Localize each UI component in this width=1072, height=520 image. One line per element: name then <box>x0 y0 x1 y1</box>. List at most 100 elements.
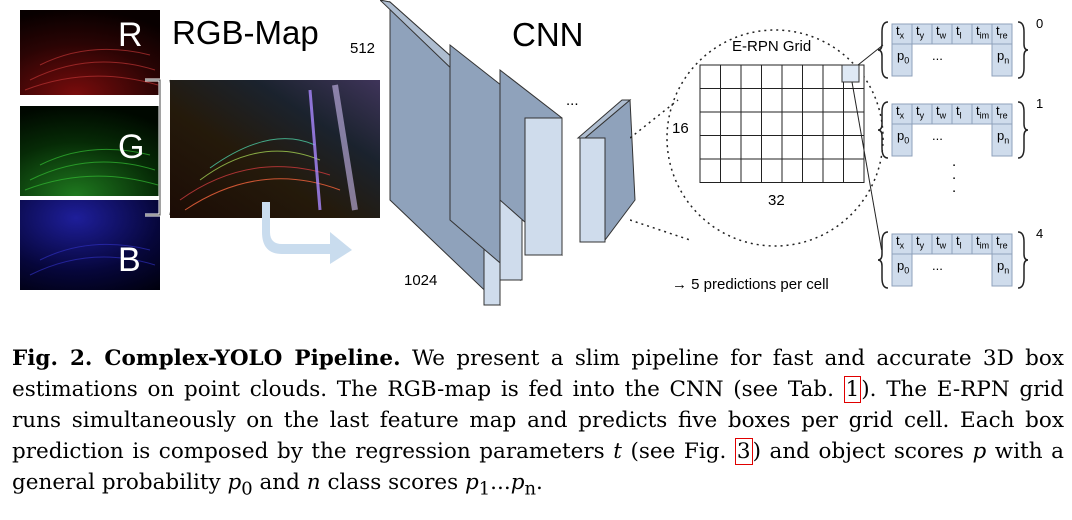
param-label: tw <box>936 233 947 251</box>
param-label: tim <box>976 233 990 251</box>
caption-text-7: class scores <box>327 470 459 495</box>
channel-g-image <box>20 106 160 196</box>
grid-cell <box>802 88 824 113</box>
caption-text-5: with a general probability <box>12 439 1064 495</box>
param-label: tw <box>936 23 947 41</box>
param-label: tre <box>996 233 1008 251</box>
channel-b-label: B <box>118 241 141 279</box>
grid-cell <box>822 111 844 136</box>
grid-cell <box>720 135 742 160</box>
left-brace <box>878 231 889 289</box>
param-label: tl <box>956 103 962 121</box>
grid-cell <box>761 64 783 89</box>
caption-var-p0: p <box>227 470 242 495</box>
param-cell <box>951 23 973 45</box>
grid-cell <box>802 135 824 160</box>
param-label: tim <box>976 103 990 121</box>
grid-cell <box>740 111 762 136</box>
p-dots: ... <box>932 48 943 63</box>
caption-var-p0-sub: 0 <box>241 478 253 500</box>
p0-label: p0 <box>897 48 910 66</box>
caption-end: . <box>536 470 543 495</box>
grid-cell <box>781 64 803 89</box>
left-brace <box>878 101 889 159</box>
grid-title: E-RPN Grid <box>732 38 812 55</box>
grid-cell <box>699 158 721 183</box>
grid-cell <box>720 158 742 183</box>
prediction-index: 0 <box>1036 16 1044 31</box>
caption-text-2: ). The E-RPN grid runs simultaneously on… <box>12 377 1065 464</box>
prediction-index: 4 <box>1036 226 1044 241</box>
grid-cell <box>740 158 762 183</box>
grid-cell <box>843 135 865 160</box>
grid-cell <box>699 88 721 113</box>
grid-cell <box>699 111 721 136</box>
pn-label: pn <box>997 48 1010 66</box>
e-rpn-zoom <box>630 29 884 250</box>
flow-arrow <box>262 202 352 264</box>
param-label: tx <box>896 23 905 41</box>
p0-label: p0 <box>897 258 910 276</box>
caption-text-6: and <box>259 470 300 495</box>
caption-var-pn: p <box>510 470 525 495</box>
caption-var-n: n <box>306 470 321 495</box>
left-brace <box>878 21 889 79</box>
grid-rows-label: 16 <box>672 120 689 137</box>
caption-var-p1: p <box>465 470 479 495</box>
caption-label: Fig. 2. Complex-YOLO Pipeline. <box>12 346 401 371</box>
caption-var-pn-sub: n <box>524 478 536 500</box>
p-dots: ... <box>932 258 943 273</box>
grid-cell <box>761 111 783 136</box>
grid-cell <box>802 158 824 183</box>
param-label: tre <box>996 23 1008 41</box>
grid-cell <box>761 88 783 113</box>
caption-text-4: ) and object scores <box>752 439 964 464</box>
p0-label: p0 <box>897 128 910 146</box>
score-cell <box>891 253 913 287</box>
channel-g-label: G <box>118 128 145 166</box>
highlighted-cell <box>841 64 860 83</box>
dim-1024-label: 1024 <box>404 272 438 289</box>
score-cell <box>891 123 913 157</box>
cnn-layer-3 <box>499 68 563 257</box>
caption-var-t: t <box>613 439 622 464</box>
param-label: tw <box>936 103 947 121</box>
grid-cell <box>802 64 824 89</box>
grid-cell <box>720 88 742 113</box>
grid-cell <box>720 111 742 136</box>
predictions-note: → 5 predictions per cell <box>672 276 829 293</box>
param-label: tl <box>956 23 962 41</box>
cnn-ellipsis: ... <box>566 92 579 109</box>
grid-cell <box>699 135 721 160</box>
prediction-vector <box>878 101 1028 159</box>
right-brace <box>1017 231 1028 289</box>
score-cell <box>891 43 913 77</box>
grid-cols-label: 32 <box>768 192 785 209</box>
caption-dots: ... <box>490 470 511 495</box>
score-cell <box>991 253 1013 287</box>
grid-cell <box>781 111 803 136</box>
right-brace <box>1017 101 1028 159</box>
param-label: ty <box>916 23 925 41</box>
caption-var-p: p <box>972 439 987 464</box>
rgb-map-image <box>170 80 380 218</box>
param-label: tl <box>956 233 962 251</box>
grid-cell <box>822 64 844 89</box>
e-rpn-grid <box>699 64 865 183</box>
grid-cell <box>781 158 803 183</box>
caption-text-1: We present a slim pipeline for fast and … <box>12 346 1064 402</box>
grid-cell <box>781 135 803 160</box>
caption-ref-tab[interactable]: 1 <box>843 376 862 403</box>
grid-cell <box>740 135 762 160</box>
grid-cell <box>822 135 844 160</box>
param-cell <box>951 103 973 125</box>
vertical-dots: . . . <box>952 153 957 196</box>
dim-512-label: 512 <box>350 40 376 57</box>
figure-caption: Fig. 2. Complex-YOLO Pipeline. We presen… <box>12 343 1064 504</box>
grid-cell <box>740 64 762 89</box>
grid-cell <box>822 88 844 113</box>
pn-label: pn <box>997 128 1010 146</box>
grid-cell <box>761 135 783 160</box>
caption-ref-fig[interactable]: 3 <box>734 438 753 465</box>
